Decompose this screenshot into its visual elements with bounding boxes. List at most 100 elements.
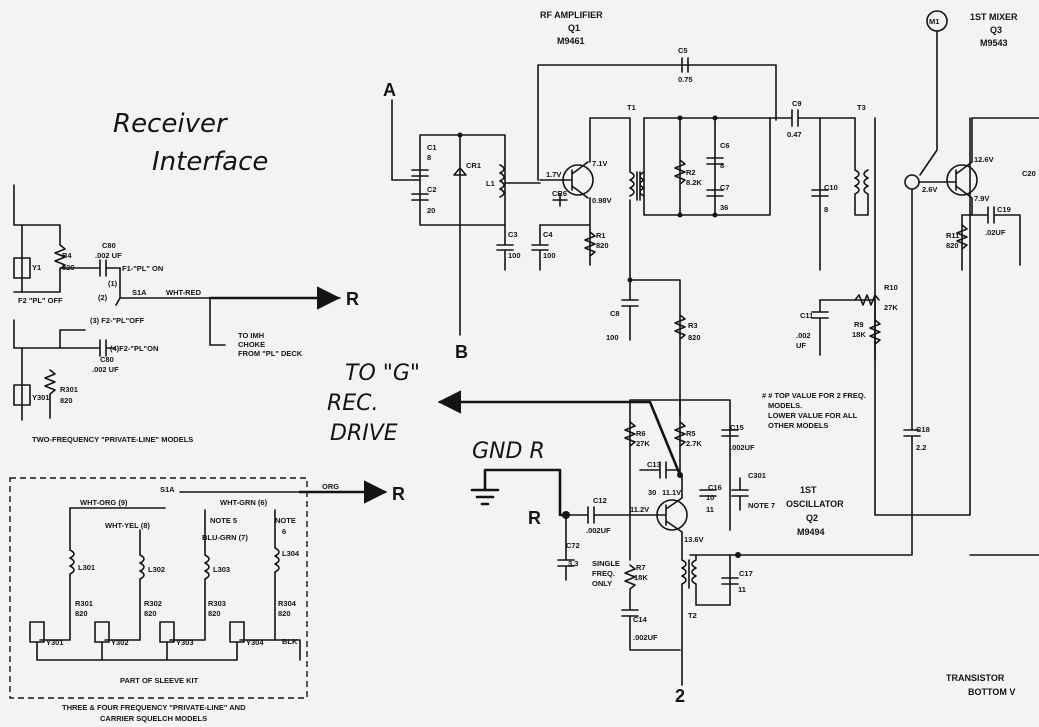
kit-r303-value: 820 — [208, 609, 221, 618]
c19-wire — [961, 206, 1021, 266]
t3-label: T3 — [857, 103, 866, 112]
c3-symbol — [496, 224, 514, 271]
r10-label: R10 — [884, 283, 898, 292]
r10-value: 27K — [884, 303, 898, 312]
c19-value: .02UF — [985, 228, 1006, 237]
q3-leads — [918, 117, 1039, 216]
c20-label: C20 — [1022, 169, 1036, 178]
y304-kit-crystal — [229, 621, 245, 643]
wire-a-input — [391, 99, 421, 181]
y302-kit-crystal — [94, 621, 110, 643]
c7-value: 36 — [720, 203, 728, 212]
note-top-value: # # TOP VALUE FOR 2 FREQ. — [762, 391, 866, 400]
c15-label: C15 — [730, 423, 744, 432]
m1-wire — [919, 30, 938, 176]
kit-r304-label: R304 — [278, 599, 297, 608]
c80a-value: .002 UF — [95, 251, 122, 260]
c16-label: C16 — [708, 483, 722, 492]
single-freq-1: SINGLE — [592, 559, 620, 568]
c17-capacitor — [721, 577, 739, 585]
r2-resistor — [674, 159, 686, 185]
r9-value: 18K — [852, 330, 866, 339]
node-r-osc: R — [528, 508, 541, 528]
r10-wire — [819, 299, 876, 361]
f2-off-label: F2 "PL" OFF — [18, 296, 63, 305]
c16-value: 10 — [706, 493, 714, 502]
choke-wire — [209, 297, 226, 346]
r301-label: R301 — [60, 385, 78, 394]
to-g-label: TO "G" — [345, 361, 420, 386]
c11-value: .002 — [796, 331, 811, 340]
q3-transistor — [946, 164, 978, 196]
node-r-1: R — [346, 289, 359, 309]
c8-label: C8 — [610, 309, 620, 318]
r1-value: 820 — [596, 241, 609, 250]
l302-branch — [104, 529, 145, 641]
c18-label: C18 — [916, 425, 930, 434]
wht-grn-label: WHT-GRN (6) — [220, 498, 268, 507]
t1-tank — [643, 117, 771, 216]
r6-resistor — [624, 421, 636, 447]
rf-amp-q: Q1 — [568, 23, 580, 33]
supply-wire — [629, 199, 681, 476]
r301-value: 820 — [60, 396, 73, 405]
mixer-injection-point — [904, 174, 920, 190]
r11-value: 820 — [946, 241, 959, 250]
v-13-6: 13.6V — [684, 535, 704, 544]
c72-capacitor — [557, 514, 575, 581]
to-g-arrow — [437, 390, 682, 477]
blu-grn-label: BLU-GRN (7) — [202, 533, 248, 542]
c13-capacitor — [639, 461, 681, 479]
cr1-symbol — [453, 167, 467, 176]
t2-transformer — [681, 554, 731, 606]
osc-title-1: 1ST — [800, 485, 817, 495]
single-freq-2: FREQ. — [592, 569, 615, 578]
cr1-label: CR1 — [466, 161, 481, 170]
c3-value: 100 — [508, 251, 521, 260]
c15-capacitor — [721, 429, 739, 437]
r5-value: 2.7K — [686, 439, 702, 448]
c4-symbol — [531, 224, 549, 271]
cr6-symbol — [552, 193, 568, 207]
y302-kit-label: Y302 — [111, 638, 129, 647]
cr6-label: CR6 — [552, 189, 567, 198]
c80b-value: .002 UF — [92, 365, 119, 374]
v-11-1: 11.1V — [662, 488, 681, 497]
y301-crystal — [13, 384, 31, 406]
c13-label: C13 — [647, 460, 661, 469]
rf-amp-part: M9461 — [557, 36, 585, 46]
kit-r301-label: R301 — [75, 599, 93, 608]
r3-label: R3 — [688, 321, 698, 330]
r11-label: R11 — [946, 231, 959, 240]
s1a-switch-wire — [115, 267, 341, 306]
f2-off-3-label: (3) F2-"PL"OFF — [90, 316, 145, 325]
r4-resistor — [13, 244, 66, 293]
c10-value: 8 — [824, 205, 828, 214]
c2-value: 20 — [427, 206, 435, 215]
t2-label: T2 — [688, 611, 697, 620]
c13-value: 30 — [648, 488, 656, 497]
l304-label: L304 — [282, 549, 300, 558]
m1-label: M1 — [929, 17, 939, 26]
r3-value: 820 — [688, 333, 701, 342]
osc-part: M9494 — [797, 527, 825, 537]
c15-value: .002UF — [730, 443, 755, 452]
note6-num: 6 — [282, 527, 286, 536]
r4-label: R4 — [62, 251, 72, 260]
v-2-6: 2.6V — [922, 185, 937, 194]
c9-label: C9 — [792, 99, 802, 108]
choke-3: FROM "PL" DECK — [238, 349, 303, 358]
c1-value: 8 — [427, 153, 431, 162]
c14-label: C14 — [633, 615, 648, 624]
choke-1: TO IMH — [238, 331, 264, 340]
sleeve-kit-box — [9, 477, 308, 699]
r7-label: R7 — [636, 563, 646, 572]
r2-label: R2 — [686, 168, 696, 177]
c301-note: NOTE 7 — [748, 501, 775, 510]
f1-label: F1-"PL" ON — [122, 264, 163, 273]
c10-label: C10 — [824, 183, 838, 192]
wht-org-label: WHT-ORG (9) — [80, 498, 128, 507]
q1-leads — [539, 161, 589, 199]
r301-resistor — [44, 369, 56, 419]
